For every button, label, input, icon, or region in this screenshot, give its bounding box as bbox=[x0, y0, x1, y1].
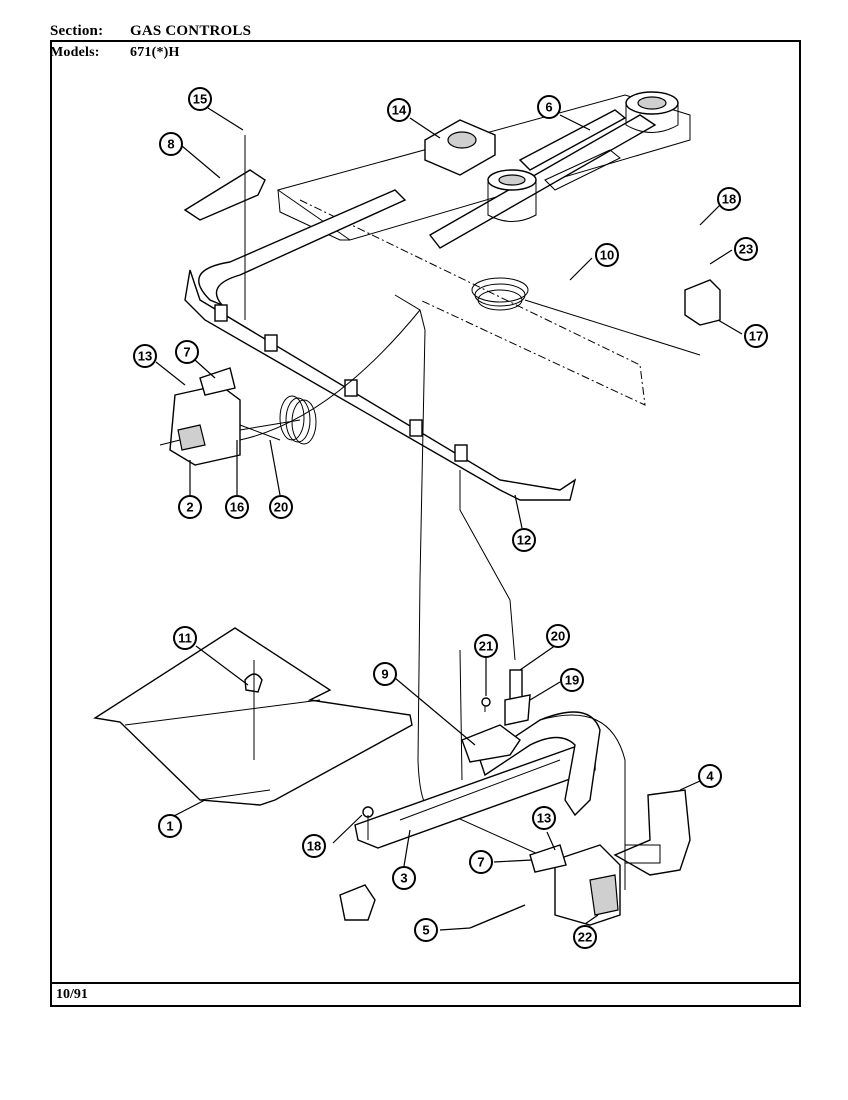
callout-5[interactable]: 5 bbox=[414, 918, 438, 942]
callout-23[interactable]: 23 bbox=[734, 237, 758, 261]
svg-text:8: 8 bbox=[167, 137, 174, 152]
svg-text:5: 5 bbox=[422, 923, 429, 938]
callout-7-upper[interactable]: 7 bbox=[175, 340, 199, 364]
models-label: Models: bbox=[50, 45, 100, 60]
svg-text:15: 15 bbox=[193, 92, 207, 107]
svg-text:16: 16 bbox=[230, 500, 244, 515]
oven-burner-assembly bbox=[93, 627, 691, 929]
callout-20-lower[interactable]: 20 bbox=[546, 624, 570, 648]
callout-2[interactable]: 2 bbox=[178, 495, 202, 519]
callout-13-lower[interactable]: 13 bbox=[532, 806, 556, 830]
callout-7-lower[interactable]: 7 bbox=[469, 850, 493, 874]
svg-text:7: 7 bbox=[477, 855, 484, 870]
revision-date: 10/91 bbox=[56, 987, 88, 1002]
section-label: Section: bbox=[50, 23, 104, 39]
svg-text:18: 18 bbox=[307, 839, 321, 854]
svg-text:1: 1 bbox=[166, 819, 173, 834]
svg-text:20: 20 bbox=[551, 629, 565, 644]
callout-21[interactable]: 21 bbox=[474, 634, 498, 658]
svg-text:21: 21 bbox=[479, 639, 493, 654]
svg-text:6: 6 bbox=[545, 100, 552, 115]
svg-text:7: 7 bbox=[183, 345, 190, 360]
callout-16[interactable]: 16 bbox=[225, 495, 249, 519]
cooktop-burner-assembly bbox=[159, 91, 721, 501]
callout-11[interactable]: 11 bbox=[173, 626, 197, 650]
svg-text:10: 10 bbox=[600, 248, 614, 263]
callouts: 1 2 3 4 5 6 7 7 8 9 10 11 12 13 13 14 15… bbox=[133, 87, 768, 949]
svg-text:23: 23 bbox=[739, 242, 753, 257]
svg-text:22: 22 bbox=[578, 930, 592, 945]
callout-leaders bbox=[155, 107, 743, 931]
svg-text:20: 20 bbox=[274, 500, 288, 515]
callout-3[interactable]: 3 bbox=[392, 866, 416, 890]
models-value: 671(*)H bbox=[130, 45, 180, 60]
svg-text:13: 13 bbox=[138, 349, 152, 364]
svg-text:17: 17 bbox=[749, 329, 763, 344]
callout-17[interactable]: 17 bbox=[744, 324, 768, 348]
callout-14[interactable]: 14 bbox=[387, 98, 411, 122]
callout-19[interactable]: 19 bbox=[560, 668, 584, 692]
svg-text:12: 12 bbox=[517, 533, 531, 548]
svg-text:3: 3 bbox=[400, 871, 407, 886]
svg-text:4: 4 bbox=[706, 769, 714, 784]
callout-20-upper[interactable]: 20 bbox=[269, 495, 293, 519]
callout-9[interactable]: 9 bbox=[373, 662, 397, 686]
callout-1[interactable]: 1 bbox=[158, 814, 182, 838]
callout-18-upper[interactable]: 18 bbox=[717, 187, 741, 211]
callout-4[interactable]: 4 bbox=[698, 764, 722, 788]
svg-text:9: 9 bbox=[381, 667, 388, 682]
svg-text:13: 13 bbox=[537, 811, 551, 826]
section-title: GAS CONTROLS bbox=[130, 23, 252, 39]
svg-text:11: 11 bbox=[178, 631, 192, 646]
svg-text:2: 2 bbox=[186, 500, 193, 515]
callout-22[interactable]: 22 bbox=[573, 925, 597, 949]
svg-text:19: 19 bbox=[565, 673, 579, 688]
callout-10[interactable]: 10 bbox=[595, 243, 619, 267]
diagram-frame bbox=[50, 40, 801, 1007]
callout-8[interactable]: 8 bbox=[159, 132, 183, 156]
callout-15[interactable]: 15 bbox=[188, 87, 212, 111]
callout-6[interactable]: 6 bbox=[537, 95, 561, 119]
callout-12[interactable]: 12 bbox=[512, 528, 536, 552]
svg-text:14: 14 bbox=[392, 103, 407, 118]
callout-13-upper[interactable]: 13 bbox=[133, 344, 157, 368]
svg-text:18: 18 bbox=[722, 192, 736, 207]
callout-18-lower[interactable]: 18 bbox=[302, 834, 326, 858]
thermocouple-line bbox=[459, 470, 516, 661]
